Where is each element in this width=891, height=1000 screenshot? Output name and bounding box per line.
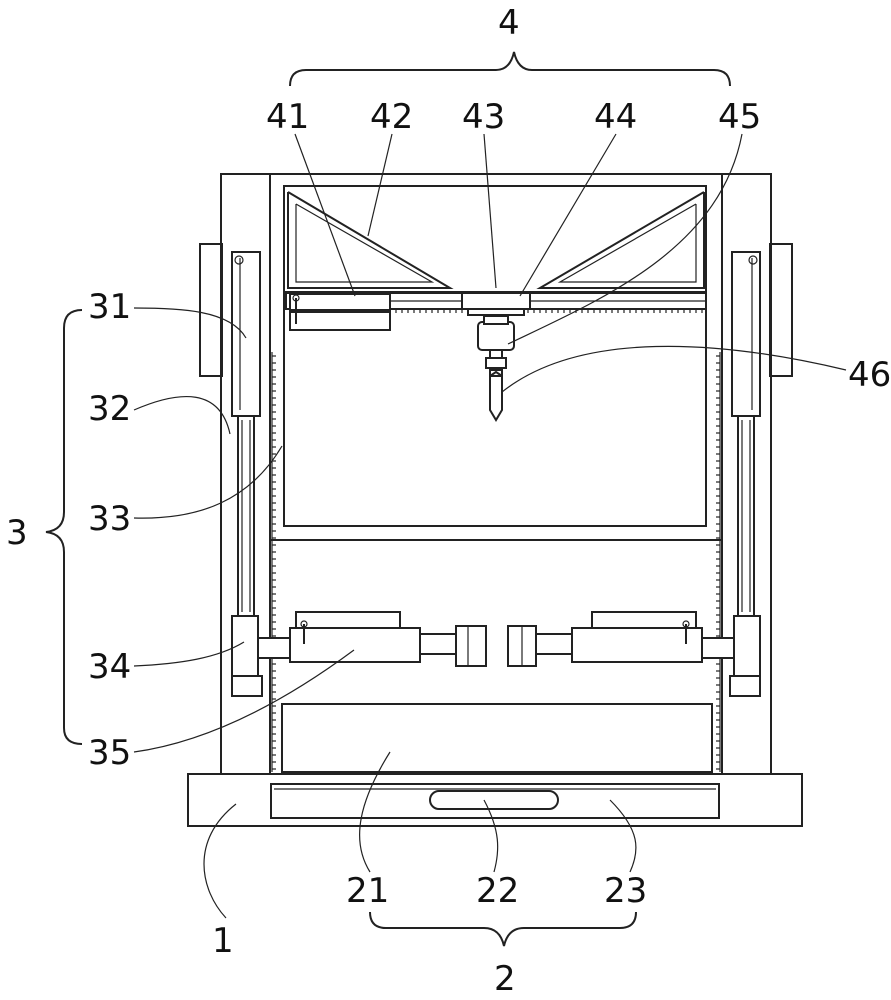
label-33: 33 [88,499,131,539]
label-31: 31 [88,287,131,327]
top-chamber [283,185,707,527]
drawer-front [270,783,720,819]
left-brace [287,191,454,289]
label-41: 41 [266,97,309,137]
left-clamp-35 [257,611,487,667]
label-42: 42 [370,97,413,137]
label-23: 23 [604,871,647,911]
label-3: 3 [6,513,28,553]
leader-lines [133,133,847,919]
label-34: 34 [88,647,131,687]
label-43: 43 [462,97,505,137]
label-21: 21 [346,871,389,911]
label-4: 4 [498,3,520,43]
left-cylinder-31 [231,251,261,417]
label-1: 1 [212,921,234,961]
bracket-4 [289,51,731,87]
right-clamp [507,611,735,667]
drawer-handle [429,790,559,810]
inner-frame [269,173,723,775]
work-table-21 [281,703,713,773]
bracket-3 [45,309,83,745]
right-cylinder [731,251,761,417]
label-45: 45 [718,97,761,137]
label-22: 22 [476,871,519,911]
label-2: 2 [494,959,516,999]
label-35: 35 [88,733,131,773]
motor-block-41 [289,293,391,311]
right-brace [536,191,705,289]
label-32: 32 [88,389,131,429]
right-slider [733,615,761,677]
label-44: 44 [594,97,637,137]
label-46: 46 [848,355,891,395]
bracket-2 [369,911,637,947]
scale-ticks [272,355,720,770]
spindle-45 [477,321,515,351]
